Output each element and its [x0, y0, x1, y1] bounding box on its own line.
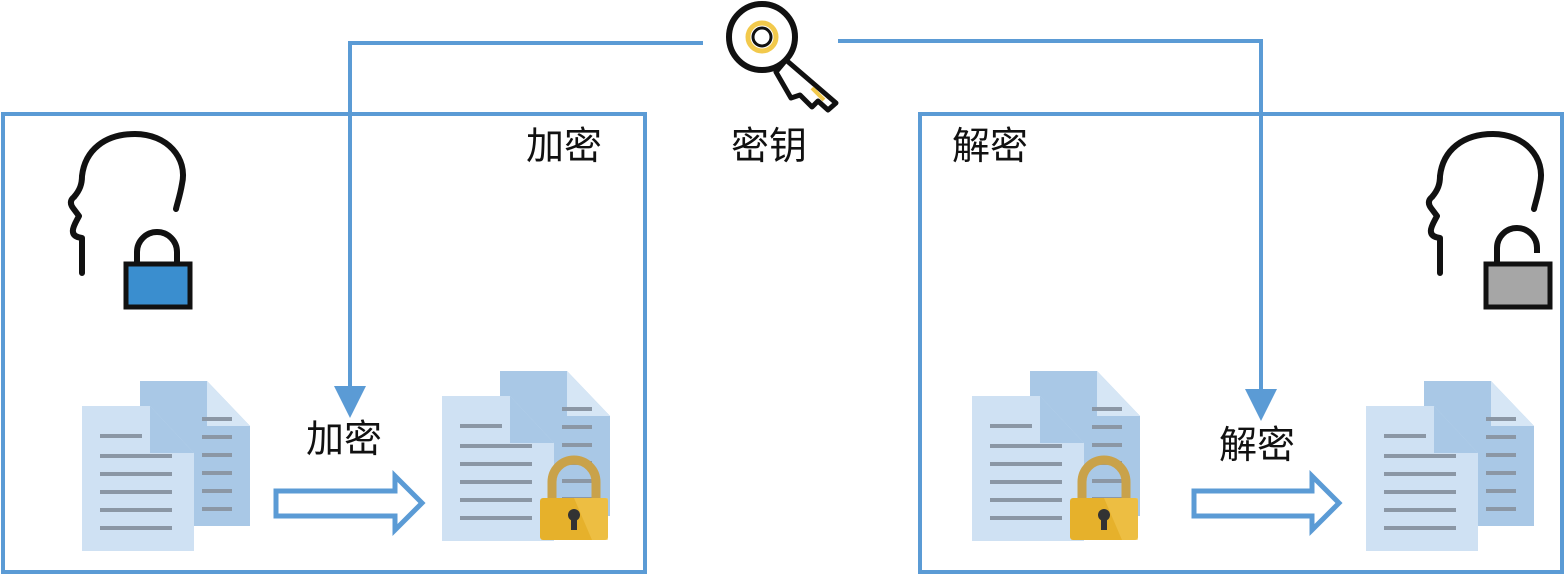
- decrypt-arrow: [1191, 469, 1343, 537]
- documents-icon: [1364, 379, 1536, 553]
- key-label: 密钥: [731, 124, 808, 168]
- decrypt-arrow-label: 解密: [1219, 423, 1296, 467]
- encrypt-arrow-label: 加密: [306, 417, 383, 461]
- documents-icon: [80, 379, 252, 553]
- documents-padlock-icon: [970, 369, 1140, 541]
- person-head-unlocked-icon: [1429, 134, 1553, 310]
- encrypt-arrow: [273, 469, 426, 537]
- key-to-encrypt-line: [334, 41, 703, 418]
- decryption-panel: [918, 112, 1564, 574]
- key-icon: [726, 1, 839, 113]
- encryption-panel: [1, 112, 647, 574]
- key-to-decrypt-line: [838, 39, 1277, 421]
- person-head-locked-icon: [71, 134, 193, 310]
- encrypt-panel-title: 加密: [526, 124, 603, 168]
- decrypt-panel-title: 解密: [952, 124, 1029, 168]
- documents-padlock-icon: [440, 369, 610, 541]
